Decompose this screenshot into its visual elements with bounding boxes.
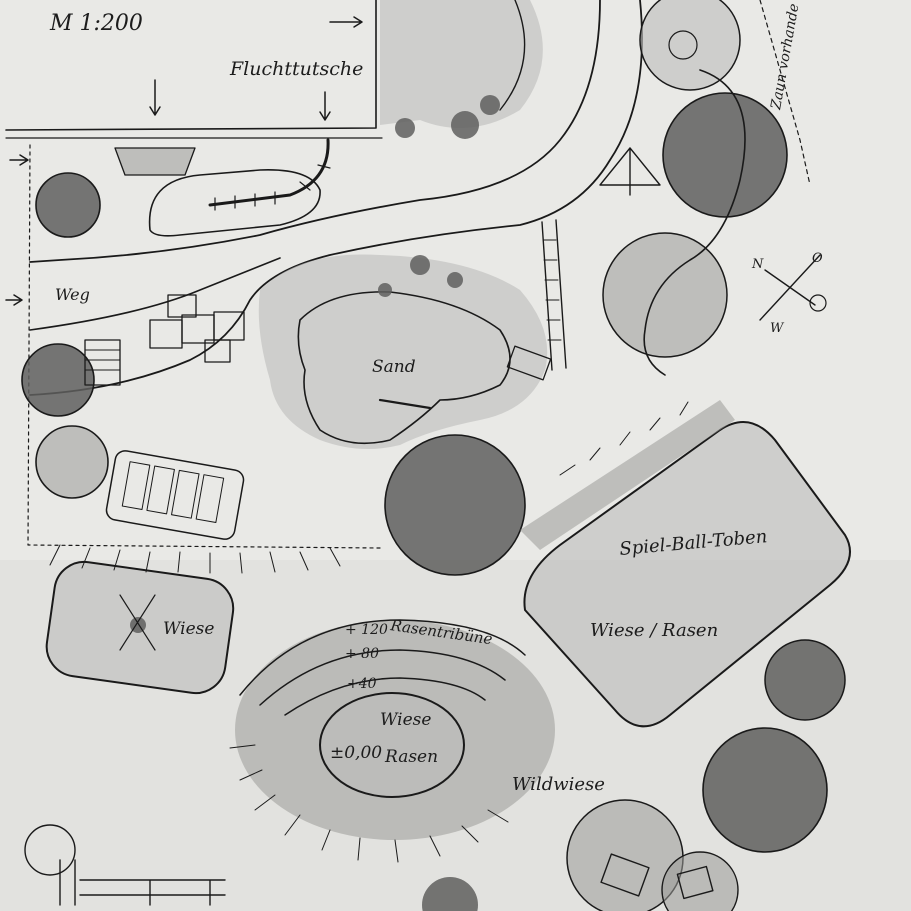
sand-label: Sand: [372, 357, 416, 377]
tree-left-top: [35, 172, 101, 238]
compass-west: W: [770, 321, 785, 336]
top-lawn: [380, 0, 543, 139]
bench-left: [84, 339, 121, 386]
arrow-down-left: [149, 79, 161, 116]
main-path: [29, 0, 643, 396]
wild-meadow-label: Wildwiese: [512, 774, 605, 795]
small-meadow: [45, 560, 235, 695]
fence-line: [759, 0, 811, 186]
tribune-level-120: + 120: [345, 622, 388, 638]
north-arrow-top: [329, 16, 363, 28]
shrub-top-left: [114, 147, 196, 176]
path-label: Weg: [55, 285, 90, 304]
trees-bottom-right: [566, 639, 846, 911]
play-field-lawn-label: Wiese / Rasen: [590, 620, 718, 641]
play-tower-bottom: [600, 853, 714, 900]
scale-label: M 1:200: [49, 11, 143, 36]
site-boundary: [5, 0, 383, 549]
slide: [148, 138, 331, 237]
play-structure-bottom-left: [24, 824, 478, 911]
trees-top-right: [602, 0, 788, 358]
compass-rose: N O W: [751, 251, 827, 336]
center-label-line2: Rasen: [384, 747, 438, 767]
lawn-tribune: [235, 619, 555, 840]
compass-north: N: [751, 257, 764, 272]
arrow-down-right: [319, 91, 331, 121]
climbing-frame: [599, 69, 746, 376]
tribune-level-80: + 80: [345, 646, 379, 662]
play-field: [520, 400, 851, 728]
slope-hatching: [49, 401, 689, 863]
tribune-level-40: +40: [347, 676, 377, 692]
sand-area: [258, 254, 548, 449]
raised-beds: [105, 450, 245, 540]
entrance-arrow-top: [9, 154, 29, 166]
tree-left-lower: [35, 425, 109, 499]
stepping-plates: [149, 294, 245, 363]
ladder-bridge: [506, 219, 567, 381]
small-meadow-label: Wiese: [163, 619, 214, 639]
center-label-line1: Wiese: [380, 710, 431, 730]
tree-left-middle: [21, 343, 95, 417]
tree-center: [384, 434, 526, 576]
compass-east: O: [812, 251, 823, 266]
center-level: ±0,00: [330, 743, 382, 763]
slide-label: Fluchttutsche: [229, 58, 363, 80]
entrance-arrow-mid: [5, 294, 23, 306]
